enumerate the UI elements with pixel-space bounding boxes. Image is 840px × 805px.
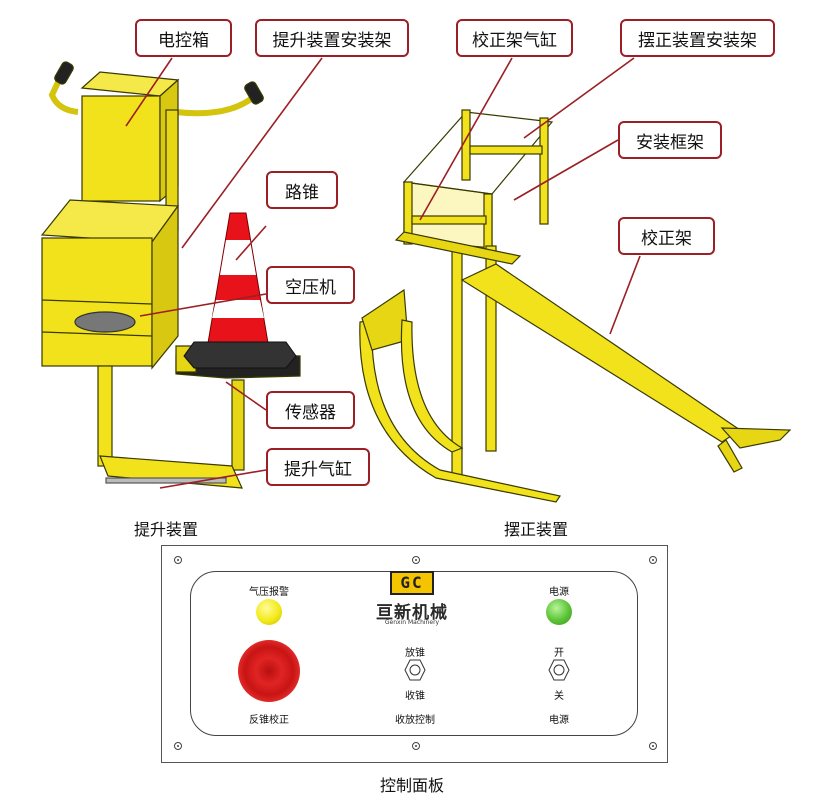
retract-release-switch[interactable] (404, 659, 426, 681)
housing-rail-1 (41, 299, 153, 305)
leader-lift-mount (181, 57, 323, 249)
power-switch[interactable] (548, 659, 570, 681)
logo-name-cn: 亘新机械 (376, 603, 448, 623)
cone-base (183, 341, 297, 369)
logo-name-en: Genxin Machinery (384, 619, 440, 626)
logo-mark: GC (390, 571, 434, 595)
screw-top-left (174, 556, 182, 564)
label-retract-cone: 收锥 (405, 691, 425, 702)
callout-correction-cylinder: 校正架气缸 (456, 19, 573, 57)
correction-crossbar (394, 231, 522, 265)
power-lamp (546, 599, 572, 625)
pressure-alarm-lamp (256, 599, 282, 625)
correction-chute (460, 263, 742, 443)
curved-runner-outer (359, 319, 561, 503)
grip-left (54, 61, 74, 85)
label-power-top: 电源 (549, 587, 569, 598)
leader-mount-frame (513, 139, 619, 201)
screw-top-right (649, 556, 657, 564)
housing-rail-2 (41, 331, 153, 337)
screw-bottom-left (174, 742, 182, 750)
leader-sensor (225, 381, 267, 411)
mount-bar-1 (411, 215, 487, 225)
grip-right (244, 81, 264, 105)
label-power-bottom: 电源 (549, 715, 569, 726)
label-retract-control: 收放控制 (395, 715, 435, 726)
callout-air-compressor: 空压机 (266, 266, 355, 304)
caption-correction-device: 摆正装置 (504, 520, 569, 539)
correction-leg-2 (485, 245, 497, 452)
reverse-cone-button[interactable] (238, 640, 300, 702)
leader-lift-cylinder (159, 469, 267, 489)
correction-device-drawing (359, 109, 792, 503)
mount-post-c (539, 117, 549, 225)
callout-sensor: 传感器 (266, 391, 355, 429)
leader-cone (235, 225, 267, 261)
callout-correction-mount: 摆正装置安装架 (620, 19, 775, 57)
mount-bar-2 (469, 145, 543, 155)
control-box (81, 95, 161, 202)
callout-lift-cylinder: 提升气缸 (266, 448, 370, 486)
leader-correction-cylinder (419, 57, 513, 221)
label-off: 关 (554, 691, 564, 702)
cone-stripe-low (212, 300, 264, 318)
curved-runner-inner (400, 319, 464, 453)
screw-bottom-mid (412, 742, 420, 750)
label-release-cone: 放锥 (405, 648, 425, 659)
leader-control-box (125, 57, 173, 127)
leader-lines (125, 57, 641, 489)
callout-correction-frame: 校正架 (618, 217, 715, 255)
mount-post-a (403, 181, 413, 245)
traffic-cone-drawing (183, 212, 297, 369)
screw-bottom-right (649, 742, 657, 750)
callout-lift-mount: 提升装置安装架 (255, 19, 409, 57)
leader-correction-frame (609, 255, 641, 335)
label-on: 开 (554, 648, 564, 659)
caption-control-panel: 控制面板 (380, 776, 445, 795)
label-pressure-alarm: 气压报警 (249, 587, 289, 598)
callout-mount-frame: 安装框架 (618, 121, 722, 159)
handlebar-right (175, 92, 258, 117)
chute-tip (720, 427, 792, 449)
leader-correction-mount (523, 57, 635, 139)
compressor-body (74, 311, 136, 333)
leader-compressor (139, 293, 267, 317)
housing-side (151, 204, 179, 370)
lift-cylinder-rod (105, 477, 227, 484)
company-logo: GC 亘新机械 Genxin Machinery (368, 567, 456, 629)
handlebar-left (48, 76, 79, 115)
screw-top-mid (412, 556, 420, 564)
lift-leg-rear (231, 379, 245, 471)
lift-device-drawing (40, 61, 301, 489)
callout-control-box: 电控箱 (135, 19, 232, 57)
chute-foot (717, 439, 743, 473)
callout-cone: 路锥 (266, 171, 338, 209)
lift-leg (97, 365, 113, 467)
label-reverse-cone-correct: 反锥校正 (249, 715, 289, 726)
caption-lift-device: 提升装置 (134, 520, 199, 539)
cone-body (207, 212, 269, 344)
